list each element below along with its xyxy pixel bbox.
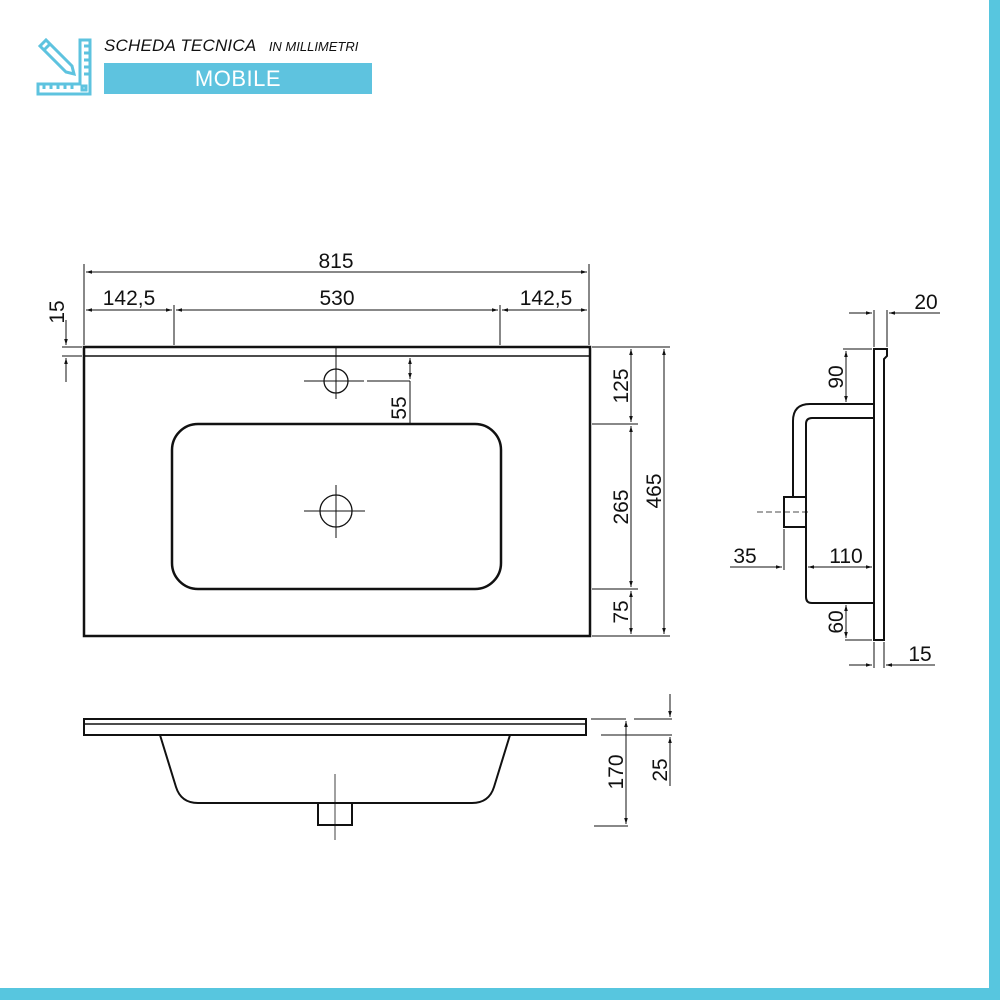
pencil-ruler-icon xyxy=(36,37,92,96)
side-view-labels: 20 90 35 110 60 15 xyxy=(733,291,937,666)
dim-90: 90 xyxy=(825,365,848,388)
category-banner: MOBILE xyxy=(104,63,372,94)
dim-530: 530 xyxy=(319,287,354,310)
dim-265: 265 xyxy=(610,489,633,524)
title-units: IN MILLIMETRI xyxy=(268,39,359,54)
front-view-dimensions xyxy=(591,694,672,827)
front-view-labels: 170 25 xyxy=(605,754,672,789)
dim-20: 20 xyxy=(914,291,937,314)
frame-stripe-bottom xyxy=(0,988,1000,1000)
dim-815: 815 xyxy=(318,250,353,273)
dim-55: 55 xyxy=(388,396,411,419)
title-main: SCHEDA TECNICA xyxy=(104,36,257,55)
sheet-title: SCHEDA TECNICA IN MILLIMETRI xyxy=(104,36,358,56)
top-view xyxy=(82,345,592,638)
top-view-labels: 815 142,5 530 142,5 15 55 125 265 75 465 xyxy=(46,250,666,624)
dim-35: 35 xyxy=(733,545,756,568)
dim-465: 465 xyxy=(643,473,666,508)
dim-110: 110 xyxy=(829,545,862,568)
dim-60: 60 xyxy=(825,610,848,633)
side-view-dimensions xyxy=(730,310,940,668)
dim-170: 170 xyxy=(605,754,628,789)
side-view xyxy=(757,348,888,641)
dim-142-5-left: 142,5 xyxy=(103,287,156,310)
dim-25: 25 xyxy=(649,758,672,781)
front-view xyxy=(83,718,587,840)
dim-15-lip: 15 xyxy=(46,300,69,323)
dim-142-5-right: 142,5 xyxy=(520,287,573,310)
dim-15-plate: 15 xyxy=(908,643,931,666)
top-view-dimensions xyxy=(62,264,670,637)
frame-stripe-right xyxy=(989,0,1000,1000)
dim-75: 75 xyxy=(610,600,633,623)
dim-125: 125 xyxy=(610,368,633,403)
